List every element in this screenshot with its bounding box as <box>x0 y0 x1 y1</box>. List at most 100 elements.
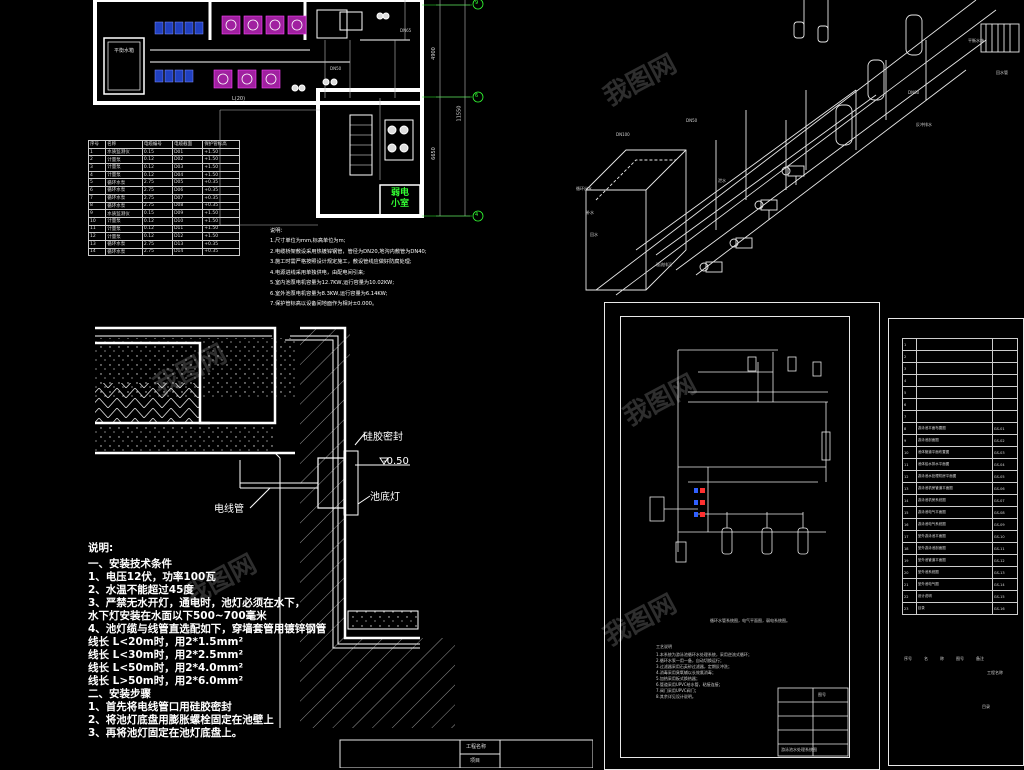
detail-notes-title: 说明: <box>88 542 114 554</box>
list-cell: 3 <box>902 362 917 375</box>
list-cell: 4 <box>902 374 917 387</box>
list-row: 2 <box>902 350 1019 363</box>
table-cell: 计量泵 <box>105 232 143 241</box>
table-cell: 循环水泵 <box>105 178 143 188</box>
detail-note-line: 线长 L<30m时，用2*2.5mm² <box>88 649 244 661</box>
list-cell: GS-13 <box>991 566 1019 579</box>
list-cell: 1 <box>902 338 917 351</box>
list-cell: 游泳池机房系统图 <box>915 494 993 507</box>
list-cell: 游泳池水处理机房平面图 <box>915 470 993 483</box>
note-line: 5.室内池泵电机容量为12.7KW,运行容量为10.02KW; <box>270 280 395 286</box>
list-cell: GS-12 <box>991 554 1019 567</box>
detail-note-line: 4、池灯缆与线管直选配如下，穿墙套管用镀锌钢管 <box>88 623 327 635</box>
pipe-label: 反冲排水 <box>916 122 932 127</box>
list-cell: 22 <box>902 590 917 603</box>
pipe-label: 回水管 <box>996 70 1008 75</box>
table-cell: 2.75 <box>141 178 174 188</box>
list-cell: GS-08 <box>991 506 1019 519</box>
pipe-label: 平衡水箱 <box>968 38 984 43</box>
note-line: 6.室外池泵电机容量为8.3KW,运行容量为6.14KW; <box>270 290 388 297</box>
table-cell: +0.35 <box>202 186 240 195</box>
table-cell: +1.50 <box>202 216 240 226</box>
list-cell: 20 <box>902 566 917 579</box>
list-row: 3 <box>902 362 1019 375</box>
pipe-label: DN50 <box>686 118 698 123</box>
table-cell: 保护管标高 <box>202 140 240 149</box>
list-cell: 室外池管道平面图 <box>915 554 993 567</box>
table-cell: D05 <box>172 178 204 188</box>
detail-title-block-project: 工程名称 <box>466 744 487 750</box>
table-cell: D09 <box>172 209 204 218</box>
table-cell: 名称 <box>105 140 143 149</box>
drawing-list-title-project: 工程名称 <box>987 670 1003 675</box>
table-cell: +1.50 <box>202 170 240 180</box>
table-cell: +0.35 <box>202 247 240 257</box>
list-cell: 23 <box>902 602 917 615</box>
table-cell: +0.35 <box>202 239 240 249</box>
detail-note-line: 3、严禁无水开灯，通电时，池灯必须在水下， <box>88 597 306 609</box>
schematic-title-block-name: 游泳池水处理系统图 <box>781 747 817 752</box>
list-cell <box>991 362 1019 375</box>
table-cell: D01 <box>172 147 204 157</box>
pipe-size-dn65: DN65 <box>400 28 412 33</box>
schematic-title-block-no: 图号 <box>818 692 826 697</box>
detail-note-line: 1、电压12伏，功率100瓦 <box>88 571 216 583</box>
table-cell: D03 <box>172 163 204 172</box>
list-cell: 游泳池机房管道平面图 <box>915 482 993 495</box>
note-line: 7.保护管标高以设备间地面作为相对±0.000。 <box>270 301 378 307</box>
list-cell <box>991 410 1019 423</box>
table-cell: +0.35 <box>202 193 240 203</box>
isometric-piping-drawing <box>585 0 1020 296</box>
list-cell <box>915 350 993 363</box>
schematic-drawing <box>649 349 849 757</box>
table-cell: +0.35 <box>202 178 240 188</box>
grid-label-4: 4 <box>475 212 479 218</box>
pipe-label: 回水 <box>590 232 598 237</box>
table-cell: +1.50 <box>202 209 240 218</box>
list-cell: 13 <box>902 482 917 495</box>
list-cell <box>915 374 993 387</box>
list-cell: GS-15 <box>991 590 1019 603</box>
table-cell: 4 <box>87 170 107 180</box>
pipe-label: DN100 <box>616 132 630 137</box>
schematic-notes-title: 工艺说明 <box>656 644 672 649</box>
table-cell: 循环水泵 <box>105 193 143 203</box>
list-cell: 目录 <box>915 602 993 615</box>
list-cell: 游泳池剖面图 <box>915 434 993 447</box>
list-cell: GS-07 <box>991 494 1019 507</box>
schematic-note-line: 8.其余详见设计说明。 <box>656 694 696 699</box>
list-cell: 14 <box>902 494 917 507</box>
list-cell: 5 <box>902 386 917 399</box>
table-header-row: 序号名称电缆编号电缆截面保护管标高 <box>87 140 240 149</box>
list-cell: 游泳池平面布置图 <box>915 422 993 435</box>
table-cell: 计量泵 <box>105 155 143 165</box>
list-cell <box>915 362 993 375</box>
list-footer-header: 称 <box>940 656 944 661</box>
drawing-list-title-name: 目录 <box>982 704 990 709</box>
table-cell: 11 <box>87 224 107 234</box>
list-row: 6 <box>902 398 1019 411</box>
table-cell: 0.12 <box>141 170 174 180</box>
table-cell: D06 <box>172 186 204 195</box>
table-cell: +1.50 <box>202 163 240 172</box>
table-cell: D07 <box>172 193 204 203</box>
dim-6650: 6650 <box>430 147 437 160</box>
list-cell: 19 <box>902 554 917 567</box>
table-cell: 计量泵 <box>105 170 143 180</box>
table-cell: 14 <box>87 247 107 257</box>
list-row: 5 <box>902 386 1019 399</box>
table-cell: D08 <box>172 201 204 211</box>
